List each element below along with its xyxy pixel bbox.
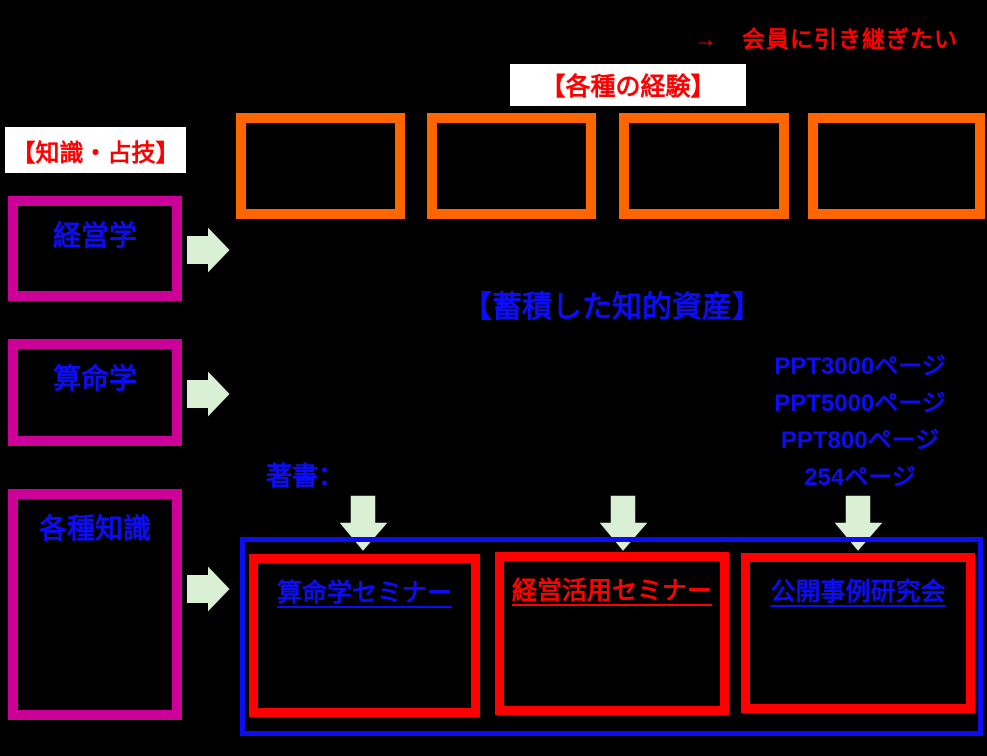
knowledge-box-sanmeigaku: 算命学 bbox=[8, 339, 182, 446]
right-arrow-icon bbox=[185, 563, 232, 616]
experience-title: 【各種の経験】 bbox=[540, 73, 716, 101]
experience-box-3 bbox=[619, 113, 789, 219]
pages-line: 254ページ bbox=[804, 464, 916, 491]
knowledge-box-label: 各種知識 bbox=[38, 513, 151, 544]
seminar-link[interactable]: 算命学セミナー bbox=[276, 579, 452, 607]
knowledge-box-keieigaku: 経営学 bbox=[8, 196, 182, 301]
knowledge-title-plate: 【知識・占技】 bbox=[5, 127, 186, 173]
pages-line: PPT3000ページ bbox=[774, 353, 946, 380]
right-arrow-icon bbox=[185, 368, 232, 421]
experience-title-plate: 【各種の経験】 bbox=[510, 64, 746, 106]
assets-title: 【蓄積した知的資産】 bbox=[462, 291, 762, 324]
seminar-box-sanmeigaku: 算命学セミナー bbox=[249, 554, 480, 717]
knowledge-box-label: 算命学 bbox=[52, 363, 137, 394]
experience-box-2 bbox=[427, 113, 596, 219]
pages-line: PPT800ページ bbox=[780, 427, 940, 454]
pages-list: PPT3000ページ PPT5000ページ PPT800ページ 254ページ bbox=[748, 348, 972, 496]
seminar-box-keiei-katsuyo: 経営活用セミナー bbox=[495, 552, 729, 715]
experience-box-4 bbox=[808, 113, 985, 219]
seminar-link[interactable]: 経営活用セミナー bbox=[511, 577, 712, 605]
seminar-link[interactable]: 公開事例研究会 bbox=[770, 578, 946, 606]
pages-line: PPT5000ページ bbox=[774, 390, 946, 417]
handover-note: → 会員に引き継ぎたい bbox=[694, 26, 958, 52]
knowledge-box-various: 各種知識 bbox=[8, 489, 182, 720]
knowledge-title: 【知識・占技】 bbox=[11, 139, 180, 167]
knowledge-box-label: 経営学 bbox=[52, 220, 137, 251]
right-arrow-icon bbox=[185, 224, 232, 277]
experience-box-1 bbox=[236, 113, 405, 219]
seminar-box-koukai-jirei: 公開事例研究会 bbox=[741, 553, 975, 713]
seminars-container bbox=[240, 537, 983, 736]
author-label: 著書： bbox=[266, 461, 345, 491]
